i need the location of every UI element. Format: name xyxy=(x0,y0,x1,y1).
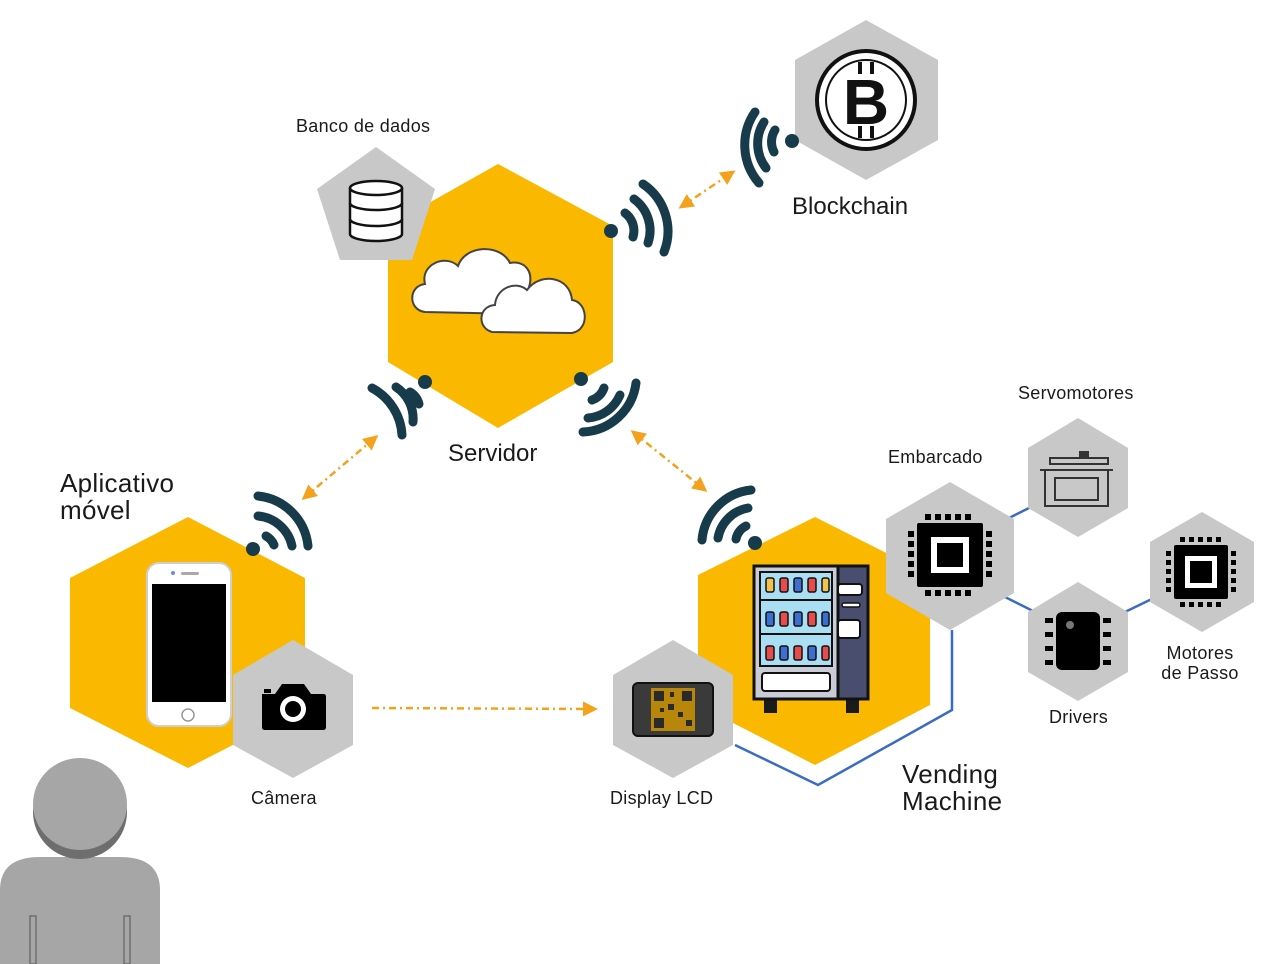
vending-label-line1: Vending xyxy=(902,759,999,789)
wire-embedded-drivers xyxy=(1002,594,1036,614)
wifi-signal-app-icon xyxy=(246,491,313,556)
wifi-signal-blockchain-icon xyxy=(740,107,799,188)
wifi-signal-vending-icon xyxy=(697,485,762,550)
vending-label-line2: Machine xyxy=(902,786,1003,816)
link-server-app xyxy=(301,435,379,500)
display-lcd-icon xyxy=(632,682,714,737)
database-icon xyxy=(348,179,404,243)
display-label: Display LCD xyxy=(610,788,714,808)
stepper-chip-icon xyxy=(1166,537,1236,607)
steppers-label-line1: Motores xyxy=(1166,643,1234,663)
chip-icon xyxy=(908,514,992,596)
link-server-blockchain xyxy=(678,170,736,209)
bitcoin-symbol: B xyxy=(843,66,889,138)
app-label-line2: móvel xyxy=(60,495,131,525)
wifi-signal-server-app-icon xyxy=(367,375,432,440)
drivers-label: Drivers xyxy=(1049,707,1109,727)
user-icon xyxy=(0,758,160,964)
bitcoin-icon: B xyxy=(815,49,917,151)
camera-label: Câmera xyxy=(251,788,317,808)
driver-chip-icon xyxy=(1045,612,1111,670)
wire-display-vending xyxy=(734,630,954,787)
server-label: Servidor xyxy=(448,440,538,467)
servos-label: Servomotores xyxy=(1018,383,1134,403)
link-server-vending xyxy=(630,430,708,492)
vending-machine-icon xyxy=(752,564,870,713)
app-label-line1: Aplicativo xyxy=(60,468,175,498)
servomotor-icon xyxy=(1040,451,1113,507)
smartphone-icon xyxy=(146,562,232,727)
link-camera-display xyxy=(371,701,598,717)
cloud-icon xyxy=(411,248,586,335)
blockchain-label: Blockchain xyxy=(792,193,909,220)
steppers-label-line2: de Passo xyxy=(1161,663,1239,683)
camera-icon xyxy=(262,684,326,730)
wifi-signal-server-vending-icon xyxy=(574,372,641,437)
wifi-signal-server-blockchain-icon xyxy=(604,179,673,257)
embedded-label: Embarcado xyxy=(888,447,983,467)
database-label: Banco de dados xyxy=(296,116,431,136)
